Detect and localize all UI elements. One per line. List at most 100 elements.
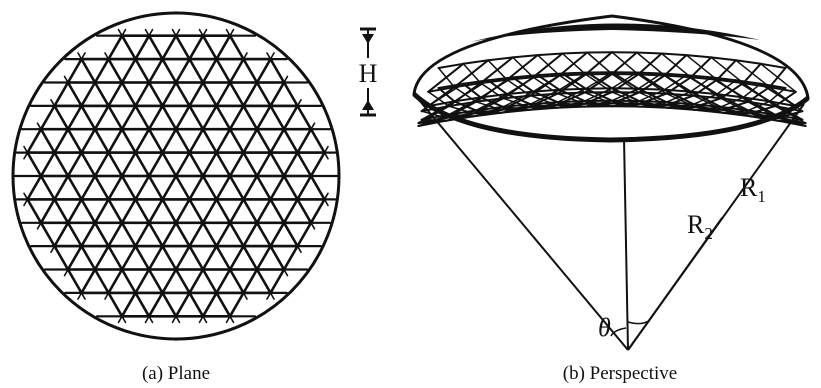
dome-ring-strut <box>716 78 745 85</box>
dome-diagonal-strut <box>536 54 561 77</box>
height-label: H <box>359 59 378 88</box>
dome-diagonal-strut <box>611 87 640 102</box>
dome-diagonal-strut <box>584 87 613 102</box>
dome-diagonal-strut <box>462 63 482 84</box>
dome-diagonal-strut <box>665 90 692 103</box>
dome-ring-strut <box>716 93 745 99</box>
perspective-view: θ R1 R2 (b) Perspective <box>412 14 810 384</box>
dome-ring-strut <box>719 97 749 103</box>
dome-diagonal-strut <box>637 73 668 95</box>
dome-ring-strut <box>511 74 539 79</box>
cone-left-edge <box>413 93 629 351</box>
dome-ring-strut <box>487 56 514 62</box>
dome-diagonal-strut <box>558 74 586 94</box>
radius-r2-label: R2 <box>687 210 713 243</box>
dome-ring-strut <box>500 106 530 111</box>
dome-ring-strut <box>556 91 586 95</box>
angle-arc <box>610 327 627 337</box>
dome-diagonal-strut <box>685 54 718 81</box>
dome-ring-strut <box>511 54 539 59</box>
dome-ring-strut <box>479 78 508 85</box>
angle-label: θ <box>598 313 611 342</box>
dome-ring-strut <box>742 96 771 103</box>
dome-diagonal-strut <box>556 92 586 105</box>
dome-ring-strut <box>638 91 668 95</box>
dome-diagonal-strut <box>747 100 771 112</box>
caption-perspective: (b) Perspective <box>563 363 677 384</box>
dome-diagonal-strut <box>742 82 776 107</box>
dome-diagonal-strut <box>556 87 587 103</box>
dome-ring-strut <box>561 51 589 55</box>
dome-diagonal-strut <box>475 101 503 111</box>
dome-ring-strut <box>660 52 688 57</box>
dome-diagonal-strut <box>437 67 456 88</box>
dome-ring-strut <box>453 82 482 89</box>
dome-diagonal-strut <box>487 59 508 81</box>
dome-cap-rim-bottom <box>412 92 810 143</box>
dome-ring-strut <box>776 116 807 125</box>
height-arrow-top-icon <box>362 34 374 44</box>
dome-diagonal-strut <box>638 89 666 102</box>
radius-r2-subscript: 2 <box>704 224 713 243</box>
dome-ring-strut <box>666 104 696 108</box>
dome-diagonal-strut <box>448 96 482 116</box>
dome-ring-strut <box>685 54 713 59</box>
dome-ring-strut <box>506 76 535 81</box>
dome-diagonal-strut <box>427 91 450 107</box>
dome-ring-strut <box>437 62 465 69</box>
dome-diagonal-strut <box>774 105 807 124</box>
dome-ring-strut <box>637 73 666 77</box>
height-arrow-bottom-icon <box>362 100 374 110</box>
dome-diagonal-strut <box>586 51 613 75</box>
dome-ring-strut <box>555 102 586 106</box>
dome-diagonal-strut <box>453 86 477 103</box>
dome-diagonal-strut <box>506 79 532 97</box>
dome-diagonal-strut <box>660 52 692 79</box>
dome-ring-strut <box>747 100 777 108</box>
dome-ring-strut <box>710 56 737 62</box>
dome-diagonal-strut <box>690 76 722 100</box>
dome-diagonal-strut <box>720 97 752 115</box>
dome-ring-strut <box>529 92 559 97</box>
dome-diagonal-strut <box>611 51 640 76</box>
dome-diagonal-strut <box>636 51 666 77</box>
dome-ring-strut <box>759 82 787 89</box>
radius-r2-letter: R <box>687 210 705 239</box>
radius-r2-line <box>627 217 723 351</box>
dome-cap-rim-top <box>470 23 760 42</box>
radius-r1-label: R1 <box>740 173 766 206</box>
dome-ring-strut <box>692 94 722 100</box>
dome-ring-strut <box>694 106 724 111</box>
dome-diagonal-strut <box>584 73 613 93</box>
dome-diagonal-strut <box>561 52 587 76</box>
dome-ring-strut <box>689 90 718 96</box>
dome-diagonal-strut <box>532 76 559 95</box>
dome-ring-strut <box>734 59 762 65</box>
dome-diagonal-strut <box>638 91 669 106</box>
plane-view: (a) Plane <box>11 11 341 384</box>
dome-ring-strut <box>768 100 797 108</box>
dome-diagonal-strut <box>479 82 504 100</box>
dome-ring-strut <box>558 73 587 77</box>
dome-ring-strut <box>502 94 532 100</box>
dome-diagonal-strut <box>448 105 475 115</box>
dome-diagonal-strut <box>611 91 641 105</box>
dome-diagonal-strut <box>710 56 745 84</box>
plane-lattice <box>13 11 339 341</box>
dome-ring-strut <box>472 108 503 115</box>
dome-diagonal-strut <box>716 79 749 103</box>
dome-ring-strut <box>447 100 477 108</box>
height-dimension: H <box>359 27 378 117</box>
dome-ring-strut <box>721 108 752 115</box>
dome-diagonal-strut <box>759 63 797 93</box>
cone-axis <box>623 137 629 351</box>
dome-diagonal-strut <box>735 59 771 88</box>
dome-ring-strut <box>417 116 448 125</box>
dome-ring-strut <box>635 51 663 55</box>
dome-diagonal-strut <box>611 73 640 94</box>
dome-diagonal-strut <box>529 94 558 106</box>
dome-ring-strut <box>536 52 564 57</box>
dome-diagonal-strut <box>663 74 695 97</box>
dome-diagonal-strut <box>720 96 745 108</box>
dome-ring-strut <box>453 96 482 103</box>
